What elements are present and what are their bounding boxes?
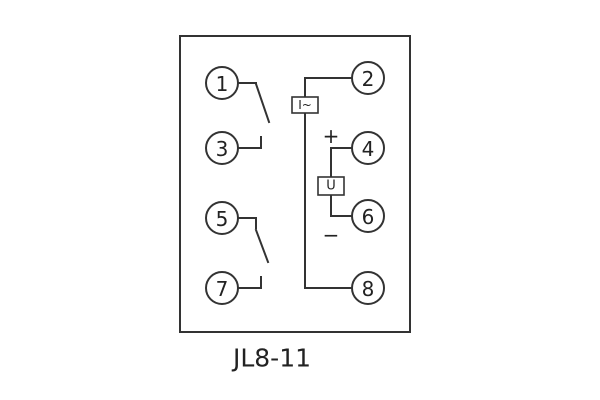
terminal-1-label: 1 <box>216 72 229 96</box>
terminal-5-label: 5 <box>216 207 229 231</box>
terminal-3-circle <box>205 131 239 165</box>
terminal-8-label: 8 <box>362 277 375 301</box>
contact-1-3-blade <box>254 82 271 124</box>
terminal-5: 5 <box>205 201 239 235</box>
terminal-5-circle <box>205 201 239 235</box>
relay-outline <box>179 35 411 333</box>
terminal-3: 3 <box>205 131 239 165</box>
contact-5-7-blade <box>254 228 270 264</box>
terminal-4-circle <box>351 131 385 165</box>
terminal-7-circle <box>205 271 239 305</box>
voltage-coil: U <box>317 176 345 196</box>
terminal-1: 1 <box>205 66 239 100</box>
terminal-6-circle <box>351 199 385 233</box>
plus-sign: + <box>323 124 340 148</box>
terminal-8-circle <box>351 271 385 305</box>
voltage-coil-box <box>317 176 345 196</box>
terminal-6: 6 <box>351 199 385 233</box>
terminal-6-label: 6 <box>362 205 375 229</box>
contact-5-7 <box>237 217 270 289</box>
wire-current-coil-to-terminal8 <box>304 112 353 289</box>
wire-terminal2-to-current-coil <box>304 77 353 98</box>
terminal-3-label: 3 <box>216 137 229 161</box>
current-coil-label: I~ <box>298 98 312 112</box>
current-coil: I~ <box>291 96 319 114</box>
terminal-4-label: 4 <box>362 137 375 161</box>
contact-1-3 <box>237 82 271 149</box>
terminal-7: 7 <box>205 271 239 305</box>
terminal-2: 2 <box>351 61 385 95</box>
wire-voltage-coil-to-terminal6 <box>330 194 353 217</box>
wire-terminal4-to-voltage-coil <box>330 147 353 178</box>
terminal-7-label: 7 <box>216 277 229 301</box>
diagram-caption: JL8-11 <box>231 344 311 373</box>
current-coil-box <box>291 96 319 114</box>
terminal-8: 8 <box>351 271 385 305</box>
terminal-4: 4 <box>351 131 385 165</box>
minus-sign: − <box>323 223 340 247</box>
terminal-2-label: 2 <box>362 67 375 91</box>
terminal-1-circle <box>205 66 239 100</box>
voltage-coil-label: U <box>326 179 336 194</box>
terminal-2-circle <box>351 61 385 95</box>
wiring <box>237 77 353 289</box>
